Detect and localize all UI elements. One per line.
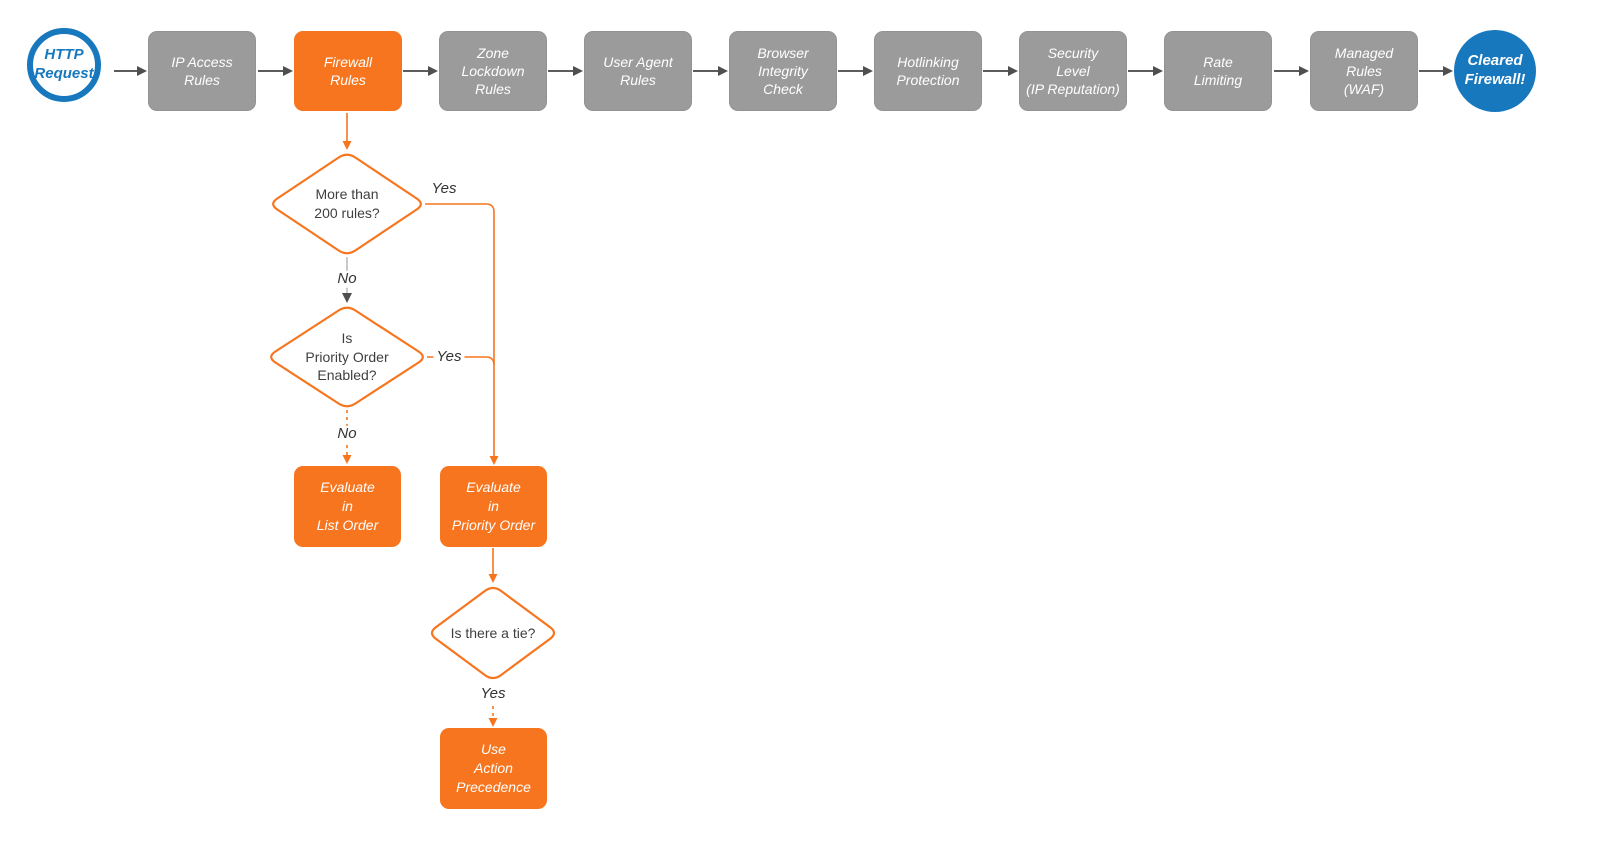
decision3-text: Is there a tie? — [450, 624, 536, 641]
edge-decision2-yes-join — [427, 356, 495, 366]
edge-label-decision1-yes: Yes — [428, 180, 460, 198]
stage-managed-rules-waf: Managed Rules (WAF) — [1310, 31, 1418, 111]
stage-label: Browser Integrity Check — [757, 44, 809, 98]
action-label: Evaluate in List Order — [316, 479, 379, 533]
stage-label: Firewall Rules — [323, 53, 373, 88]
action-label: Use Action Precedence — [456, 741, 531, 795]
edge-decision1-yes-to-priority-order — [425, 203, 499, 465]
edge-label-decision3-yes: Yes — [477, 685, 509, 703]
stage-label: User Agent Rules — [603, 53, 673, 88]
decision-diamond-priority-order-enabled — [270, 306, 424, 408]
stage-label: IP Access Rules — [171, 53, 233, 88]
stage-label: Managed Rules (WAF) — [1334, 44, 1394, 98]
stage-zone-lockdown-rules: Zone Lockdown Rules — [439, 31, 547, 111]
action-evaluate-in-priority-order: Evaluate in Priority Order — [440, 466, 547, 547]
end-node-cleared-firewall: Cleared Firewall! — [1454, 30, 1536, 112]
stage-label: Rate Limiting — [1193, 53, 1243, 88]
edge-label-decision2-no: No — [334, 425, 360, 443]
stage-firewall-rules: Firewall Rules — [294, 31, 402, 111]
stage-user-agent-rules: User Agent Rules — [584, 31, 692, 111]
stage-ip-access-rules: IP Access Rules — [148, 31, 256, 111]
edge-label-decision2-yes: Yes — [433, 348, 465, 366]
stage-label: Security Level (IP Reputation) — [1026, 44, 1120, 98]
stage-rate-limiting: Rate Limiting — [1164, 31, 1272, 111]
start-node-label: HTTP Request — [34, 46, 94, 82]
stage-security-level: Security Level (IP Reputation) — [1019, 31, 1127, 111]
stage-label: Zone Lockdown Rules — [461, 44, 525, 98]
edge-label-decision1-no: No — [334, 270, 360, 288]
start-node-http-request: HTTP Request — [27, 28, 101, 102]
decision1-text: More than 200 rules? — [314, 186, 380, 221]
stage-browser-integrity-check: Browser Integrity Check — [729, 31, 837, 111]
end-node-label: Cleared Firewall! — [1464, 52, 1526, 88]
action-evaluate-in-list-order: Evaluate in List Order — [294, 466, 401, 547]
action-use-action-precedence: Use Action Precedence — [440, 728, 547, 809]
stage-hotlinking-protection: Hotlinking Protection — [874, 31, 982, 111]
decision-diamond-more-than-200-rules — [272, 153, 422, 255]
action-label: Evaluate in Priority Order — [451, 479, 536, 533]
decision2-text: Is Priority Order Enabled? — [305, 329, 389, 384]
decision-diamond-is-there-a-tie — [430, 586, 556, 680]
stage-label: Hotlinking Protection — [896, 53, 960, 88]
